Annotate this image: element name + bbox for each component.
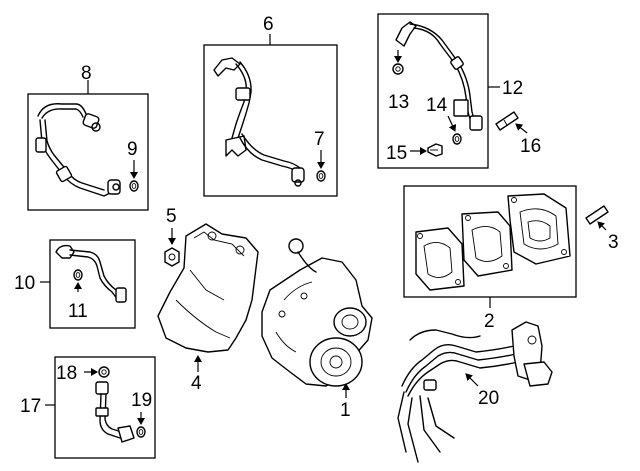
- box-12: [377, 13, 489, 169]
- group-12-coolant-line: 12 13 14 15: [377, 13, 523, 169]
- callout-2: 2: [484, 311, 495, 332]
- callout-16: 16: [520, 136, 541, 157]
- oil-return-tube-part[interactable]: [213, 57, 305, 187]
- part-9-washer[interactable]: [129, 180, 139, 192]
- callout-14: 14: [426, 95, 448, 116]
- part-18-washer[interactable]: [98, 366, 110, 378]
- box-10: [49, 239, 136, 329]
- box-6: [203, 44, 338, 197]
- callout-3: 3: [608, 232, 619, 253]
- part-20-harness[interactable]: [397, 321, 553, 463]
- part-5-nut[interactable]: [164, 247, 180, 267]
- callout-8: 8: [81, 63, 92, 84]
- part-13-washer[interactable]: [392, 63, 404, 75]
- turbo-gasket-small[interactable]: [415, 227, 465, 291]
- part-16-stud[interactable]: [495, 111, 519, 131]
- box-17: [54, 356, 156, 459]
- callout-6: 6: [263, 14, 274, 35]
- part-15-bolt[interactable]: [427, 143, 443, 157]
- group-17-coolant-return: 17 18 19: [20, 356, 156, 459]
- oil-feed-tube-part[interactable]: [35, 103, 121, 197]
- callout-10: 10: [14, 273, 35, 294]
- callout-7: 7: [314, 129, 325, 150]
- callout-4: 4: [191, 373, 202, 394]
- group-6-oil-return-line: 6 7: [203, 14, 338, 197]
- callout-1: 1: [340, 400, 351, 421]
- callout-13: 13: [388, 92, 409, 113]
- exhaust-gasket-large[interactable]: [507, 193, 571, 265]
- group-10-oil-tube: 10 11: [14, 239, 136, 329]
- box-8: [27, 93, 149, 211]
- callout-19: 19: [131, 390, 152, 411]
- part-11-washer[interactable]: [73, 269, 83, 281]
- part-14-washer[interactable]: [452, 133, 462, 145]
- callout-18: 18: [56, 363, 77, 384]
- part-19-washer[interactable]: [136, 426, 146, 438]
- part-1-turbocharger[interactable]: [261, 238, 373, 387]
- callout-15: 15: [386, 143, 407, 164]
- small-oil-tube-part[interactable]: [55, 244, 127, 303]
- part-3-stud[interactable]: [585, 205, 609, 225]
- group-8-oil-feed-line: 8 9: [27, 63, 149, 211]
- turbo-gasket-medium[interactable]: [461, 211, 513, 277]
- coolant-return-tube-part[interactable]: [95, 381, 135, 443]
- callout-12: 12: [502, 78, 523, 99]
- part-7-washer[interactable]: [316, 170, 326, 182]
- coolant-tube-part[interactable]: [395, 21, 483, 131]
- callout-17: 17: [20, 396, 41, 417]
- callout-20: 20: [478, 388, 499, 409]
- callout-5: 5: [166, 206, 177, 227]
- part-4-heat-shield[interactable]: [157, 223, 259, 353]
- callout-9: 9: [127, 139, 138, 160]
- group-2-gasket-set: 2: [403, 185, 577, 332]
- callout-11: 11: [68, 301, 88, 322]
